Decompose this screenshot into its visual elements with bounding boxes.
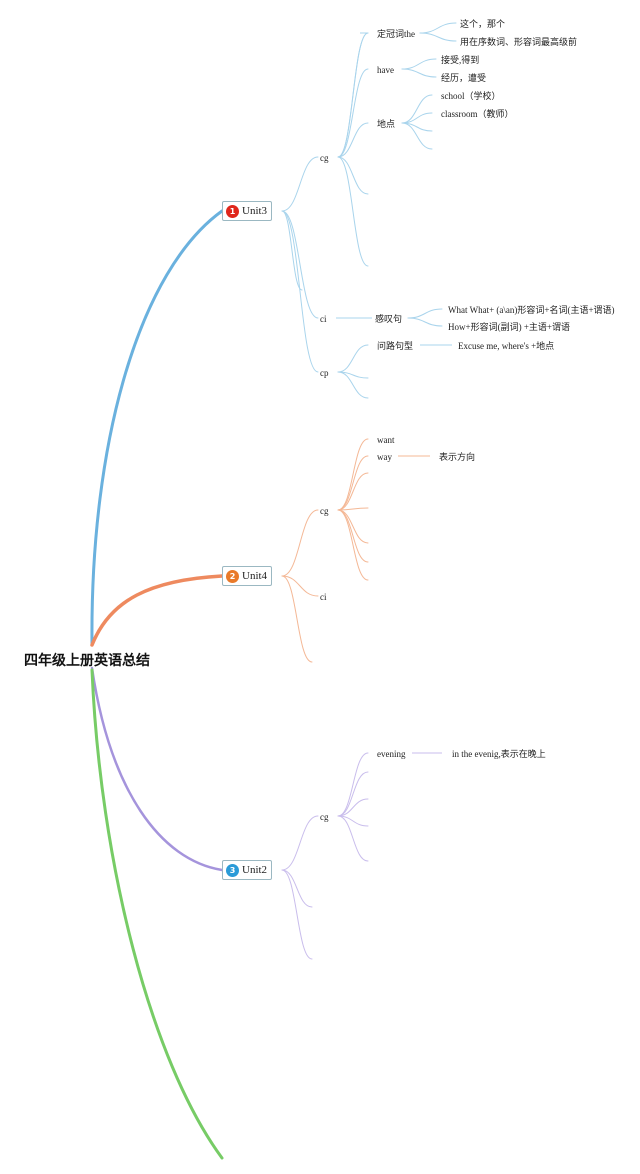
unit4-cg-label[interactable]: cg [320, 506, 329, 516]
unit2-topic[interactable]: 3 Unit2 [222, 860, 273, 880]
u3-to-cg [281, 156, 319, 212]
unit4-item-way[interactable]: way [377, 452, 392, 462]
unit3-ci-label[interactable]: ci [320, 314, 327, 324]
unit2-cg-label[interactable]: cg [320, 812, 329, 822]
u2-cg-branch-4 [337, 815, 369, 862]
u4-cg-branch-1 [337, 455, 369, 511]
u4-cg-branch-0 [337, 438, 369, 511]
unit3-sub-this-that[interactable]: 这个，那个 [460, 19, 506, 29]
u4-cg-branch-6 [337, 509, 369, 581]
u4-cg-branch-3 [337, 507, 369, 511]
branch-root-unit2 [90, 666, 224, 872]
root-topic[interactable]: 四年级上册英语总结 [24, 653, 150, 669]
u3-have-sub-1 [401, 68, 437, 78]
badge-3-icon: 3 [226, 863, 239, 877]
u4-to-cg [281, 509, 319, 577]
u2-to-blank-2 [281, 869, 313, 960]
unit3-item-exclamation[interactable]: 感叹句 [375, 314, 403, 324]
unit3-sub-what-exclamation[interactable]: What What+ (a\an)形容词+名词(主语+谓语) [448, 305, 615, 315]
u4-to-ci [281, 575, 319, 597]
unit3-sub-ordinal-superlative[interactable]: 用在序数词、形容词最高级前 [460, 37, 578, 47]
unit3-sub-accept[interactable]: 接受,得到 [441, 55, 480, 65]
u2-to-blank-1 [281, 869, 313, 908]
unit2-label: Unit2 [242, 864, 268, 876]
unit3-sub-school[interactable]: school（学校） [441, 91, 501, 101]
u3-cg-branch-4 [337, 156, 369, 267]
unit3-item-place[interactable]: 地点 [377, 119, 396, 129]
u3-place-sub-3 [401, 122, 433, 150]
u3-the-sub-1 [419, 32, 457, 42]
unit4-sub-direction[interactable]: 表示方向 [439, 452, 476, 462]
branch-root-unit4 [90, 574, 224, 647]
u3-cg-branch-2 [337, 122, 369, 158]
unit3-cp-label[interactable]: cp [320, 368, 329, 378]
unit4-ci-label[interactable]: ci [320, 592, 327, 602]
unit3-sub-experience[interactable]: 经历，遭受 [441, 73, 487, 83]
unit3-topic[interactable]: 1 Unit3 [222, 201, 273, 221]
u3-cg-branch-3 [337, 156, 369, 195]
u3-excl-sub-1 [407, 317, 443, 327]
unit3-item-definite-article[interactable]: 定冠词the [377, 29, 415, 39]
u3-cg-top-line [337, 32, 369, 158]
u4-cg-branch-4 [337, 509, 369, 544]
u2-cg-branch-1 [337, 771, 369, 817]
unit2-item-evening[interactable]: evening [377, 749, 406, 759]
u3-to-ci [281, 210, 319, 319]
branch-root-extra [90, 668, 224, 1160]
u2-cg-branch-2 [337, 798, 369, 817]
u3-cg-branch-1 [337, 68, 369, 158]
u3-place-sub-0 [401, 94, 433, 124]
unit2-sub-in-the-evening[interactable]: in the evenig,表示在晚上 [452, 749, 546, 759]
unit4-label: Unit4 [242, 570, 268, 582]
u4-cg-branch-2 [337, 472, 369, 511]
unit3-label: Unit3 [242, 205, 268, 217]
badge-1-icon: 1 [226, 204, 239, 218]
u3-cp-branch-2 [337, 371, 369, 399]
badge-2-icon: 2 [226, 569, 239, 583]
u3-the-sub-0 [419, 22, 457, 34]
u3-have-sub-0 [401, 58, 437, 70]
unit3-sub-classroom[interactable]: classroom（教师） [441, 109, 514, 119]
unit3-cg-label[interactable]: cg [320, 153, 329, 163]
unit4-topic[interactable]: 2 Unit4 [222, 566, 273, 586]
u3-to-cp [281, 210, 319, 373]
unit3-sub-how-exclamation[interactable]: How+形容词(副词) +主语+谓语 [448, 322, 570, 332]
u3-excl-sub-0 [407, 308, 443, 319]
unit3-sub-excuse-me[interactable]: Excuse me, where's +地点 [458, 341, 555, 351]
unit3-item-have[interactable]: have [377, 65, 394, 75]
unit3-item-asking-way[interactable]: 问路句型 [377, 341, 414, 351]
u3-to-blank [281, 210, 303, 291]
u2-to-cg [281, 815, 319, 871]
u3-cp-branch-0 [337, 344, 369, 373]
u4-to-blank [281, 575, 313, 663]
u4-cg-branch-5 [337, 509, 369, 563]
unit4-item-want[interactable]: want [377, 435, 395, 445]
u2-cg-branch-0 [337, 752, 369, 817]
branch-root-unit3 [90, 209, 224, 647]
